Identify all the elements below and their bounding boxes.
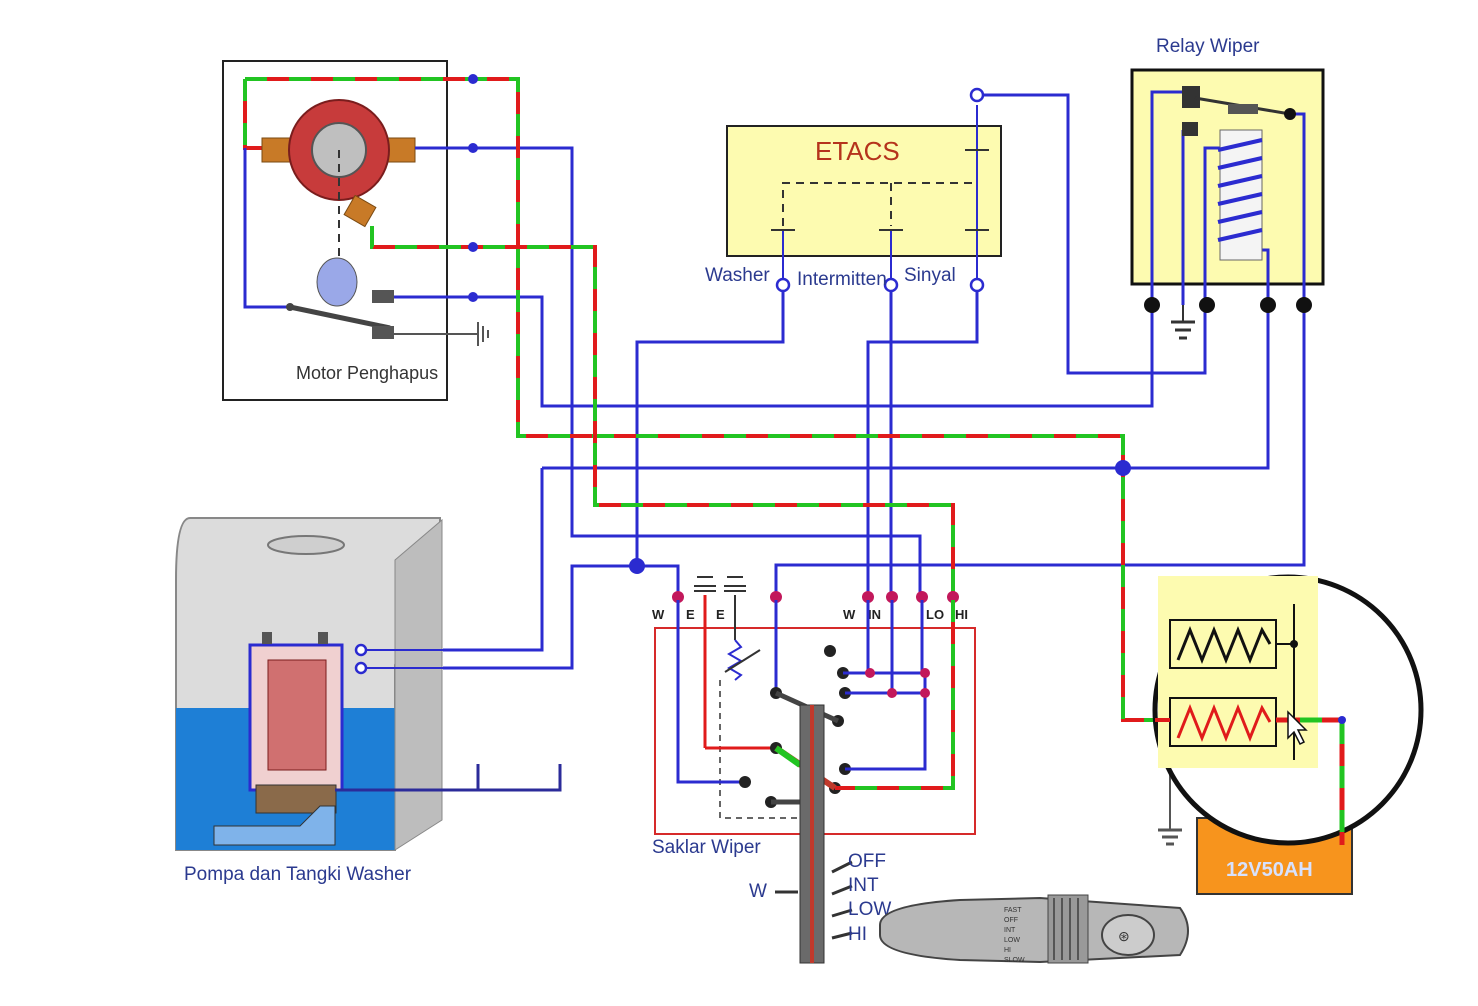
terminal-e1: E [686,607,695,622]
washer-pump-tank: Pompa dan Tangki Washer [175,517,562,885]
relay-wiper: Relay Wiper [1130,36,1325,340]
terminal-in: IN [868,607,881,622]
etacs-label: ETACS [815,136,900,166]
pos-low: LOW [848,899,891,920]
battery-label: 12V50AH [1226,859,1313,881]
pos-off: OFF [848,851,886,872]
switch-label: Saklar Wiper [652,837,761,858]
sinyal-label: Sinyal [904,265,956,286]
pos-hi: HI [848,924,867,945]
intermitten-label: Intermitten [797,269,887,290]
battery-magnifier: 12V50AH [1152,574,1424,895]
blue-wires [394,93,1306,670]
stalk-mark-fast: FAST [1004,907,1022,914]
terminal-w1: W [652,607,665,622]
stalk-mark-int: INT [1004,927,1016,934]
stalk-mark-off: OFF [1004,917,1018,924]
wiper-stalk: ⊛ FAST OFF INT LOW HI SLOW [879,894,1189,964]
terminal-w2: W [843,607,856,622]
motor-label: Motor Penghapus [296,363,438,383]
wiper-switch: W E E W IN LO HI [652,576,976,964]
washer-label: Washer [705,265,770,286]
stalk-w-label: W [749,881,767,902]
wiper-motor: Motor Penghapus [222,60,489,401]
pump-label: Pompa dan Tangki Washer [184,864,412,885]
etacs-module: ETACS Washer Intermitten Sinyal [705,87,1002,293]
stalk-mark-low: LOW [1004,937,1020,944]
pos-int: INT [848,875,879,896]
terminal-lo: LO [926,607,944,622]
terminal-hi: HI [955,607,968,622]
svg-text:⊛: ⊛ [1118,928,1130,944]
stalk-mark-hi: HI [1004,947,1011,954]
terminal-e2: E [716,607,725,622]
stalk-mark-slow: SLOW [1004,957,1025,964]
wire-nodes [468,74,1131,603]
relay-label: Relay Wiper [1156,36,1260,57]
